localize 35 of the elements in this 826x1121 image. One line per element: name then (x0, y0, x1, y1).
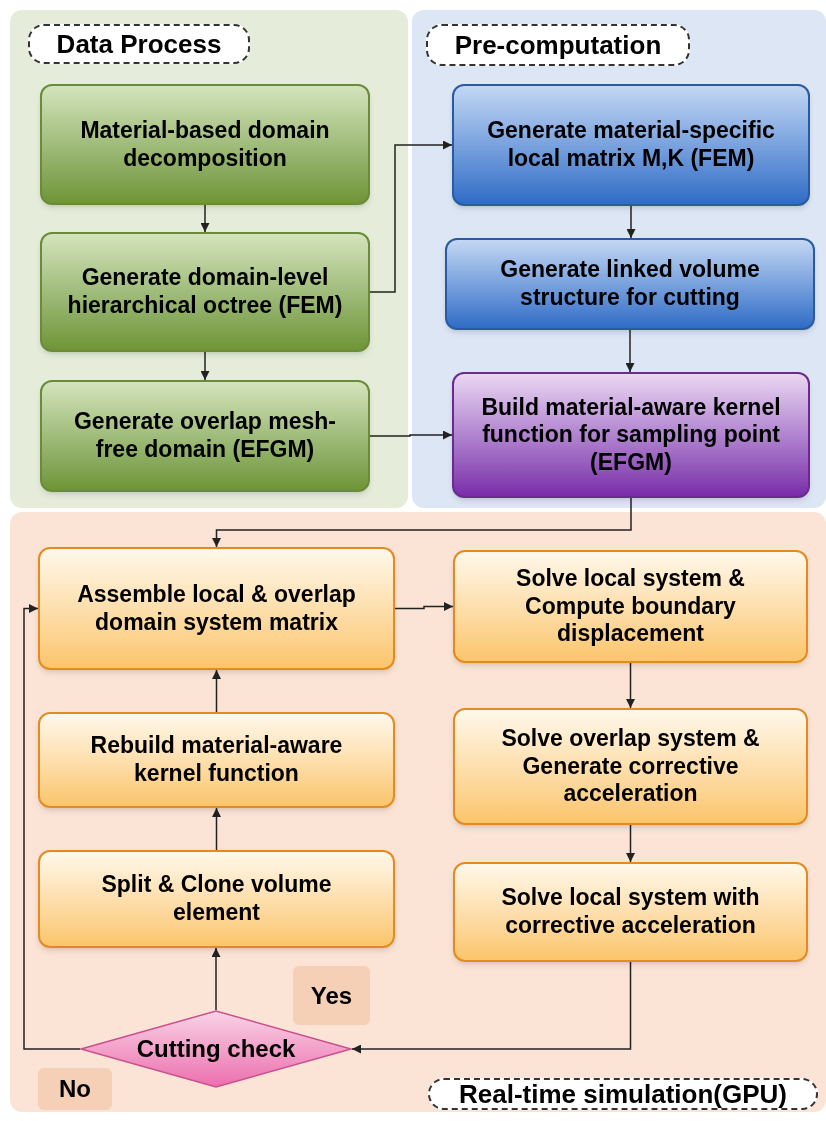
process-box: Generate linked volume structure for cutting (445, 238, 815, 330)
process-box: Solve local system with corrective acceleration (453, 862, 808, 962)
arrow (200, 204, 210, 233)
arrow (369, 140, 453, 293)
panel-background (10, 512, 826, 1112)
process-box: Generate overlap mesh-free domain (EFGM) (40, 380, 370, 492)
process-box: Generate material-specific local matrix M,K (FEM) (452, 84, 810, 206)
arrow (626, 662, 635, 709)
panel-heading: Data Process (28, 24, 250, 64)
panel-heading: Pre-computation (426, 24, 690, 66)
arrow (394, 602, 454, 611)
panel-background (10, 10, 408, 508)
arrow (351, 961, 632, 1054)
arrow (212, 497, 632, 548)
process-box: Assemble local & overlap domain system matrix (38, 547, 395, 670)
arrow (626, 824, 635, 863)
panel-background (412, 10, 826, 508)
edge-label: No (38, 1068, 112, 1110)
arrow (23, 604, 81, 1050)
arrow (200, 351, 210, 381)
process-box: Split & Clone volume element (38, 850, 395, 948)
panel-heading: Real-time simulation(GPU) (428, 1078, 818, 1110)
process-box: Solve overlap system & Generate corrective acceleration (453, 708, 808, 825)
process-box: Generate domain-level hierarchical octree (FEM) (40, 232, 370, 352)
process-box: Solve local system & Compute boundary displacement (453, 550, 808, 663)
arrow (212, 807, 221, 851)
arrow (212, 669, 221, 713)
process-box: Build material-aware kernel function for sampling point (EFGM) (452, 372, 810, 498)
arrow (625, 329, 635, 373)
process-box: Rebuild material-aware kernel function (38, 712, 395, 808)
arrow (369, 430, 453, 440)
arrow (211, 947, 221, 1011)
arrow (626, 205, 636, 239)
process-box: Material-based domain decomposition (40, 84, 370, 205)
edge-label: Yes (293, 966, 370, 1025)
